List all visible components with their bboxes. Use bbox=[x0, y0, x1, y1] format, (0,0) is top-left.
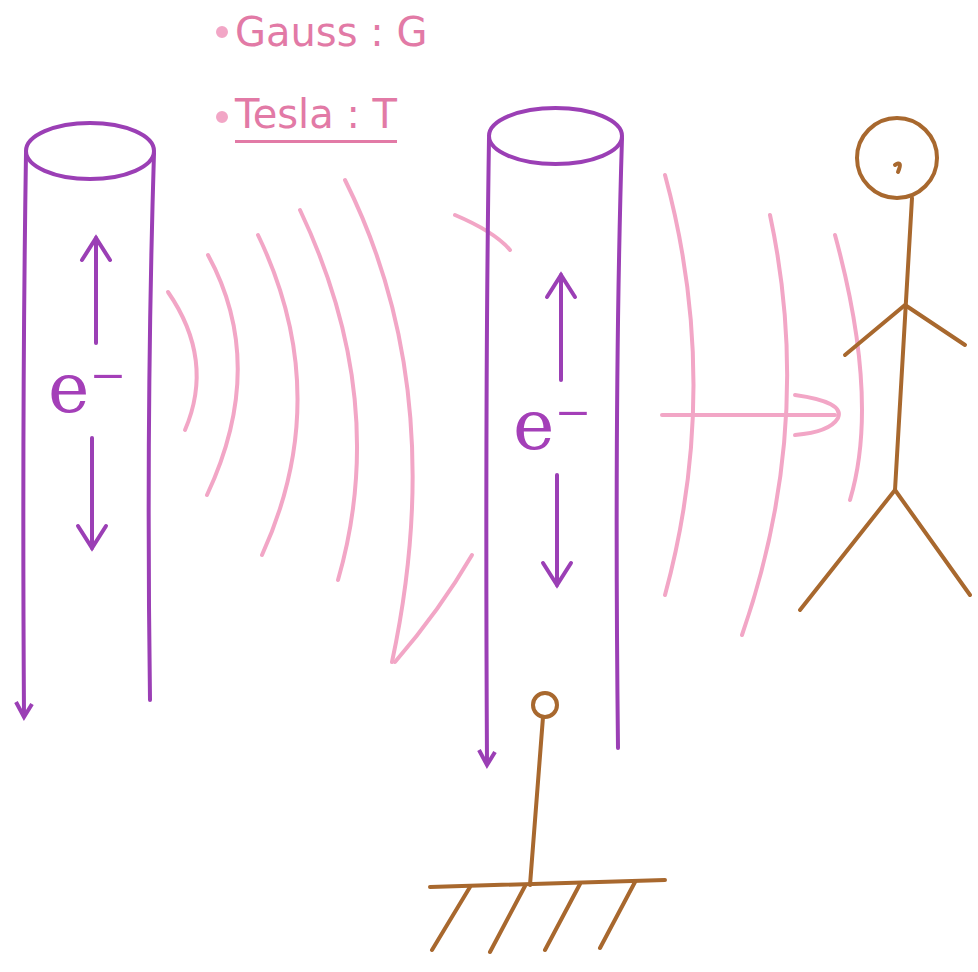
field-arc bbox=[835, 235, 862, 500]
field-arc bbox=[345, 180, 413, 662]
field-arc bbox=[742, 215, 787, 635]
electron-arrow bbox=[547, 275, 575, 380]
pointer-arrowhead bbox=[795, 395, 839, 435]
ground-hatch bbox=[432, 882, 635, 952]
electron-label: e⁻ bbox=[48, 353, 126, 423]
person-arms bbox=[845, 305, 965, 355]
electron-arrow bbox=[82, 238, 110, 343]
field-arc bbox=[300, 210, 357, 580]
ground-bar bbox=[430, 880, 665, 887]
person-body bbox=[895, 198, 912, 490]
field-arc bbox=[395, 555, 472, 662]
ground-terminal bbox=[533, 693, 557, 717]
unit-note: Gauss : G bbox=[235, 10, 427, 54]
bullet-dot bbox=[218, 113, 226, 121]
field-arc bbox=[455, 215, 510, 250]
field-arc bbox=[207, 255, 238, 495]
wire-cylinder: e⁻ bbox=[483, 100, 628, 768]
pointer-arrow bbox=[662, 413, 835, 417]
field-arc bbox=[168, 292, 197, 430]
unit-note: Tesla : T bbox=[235, 92, 397, 143]
electron-arrow bbox=[543, 475, 571, 585]
person-face bbox=[895, 164, 900, 172]
bullet-dot bbox=[218, 28, 226, 36]
ground-wire bbox=[530, 717, 543, 885]
electron-arrow bbox=[78, 438, 106, 548]
field-arc bbox=[258, 235, 298, 555]
wire-cylinder: e⁻ bbox=[20, 115, 160, 720]
electron-label: e⁻ bbox=[513, 390, 591, 460]
person-head bbox=[857, 118, 937, 198]
field-arc bbox=[665, 175, 694, 595]
person-legs bbox=[800, 490, 970, 610]
